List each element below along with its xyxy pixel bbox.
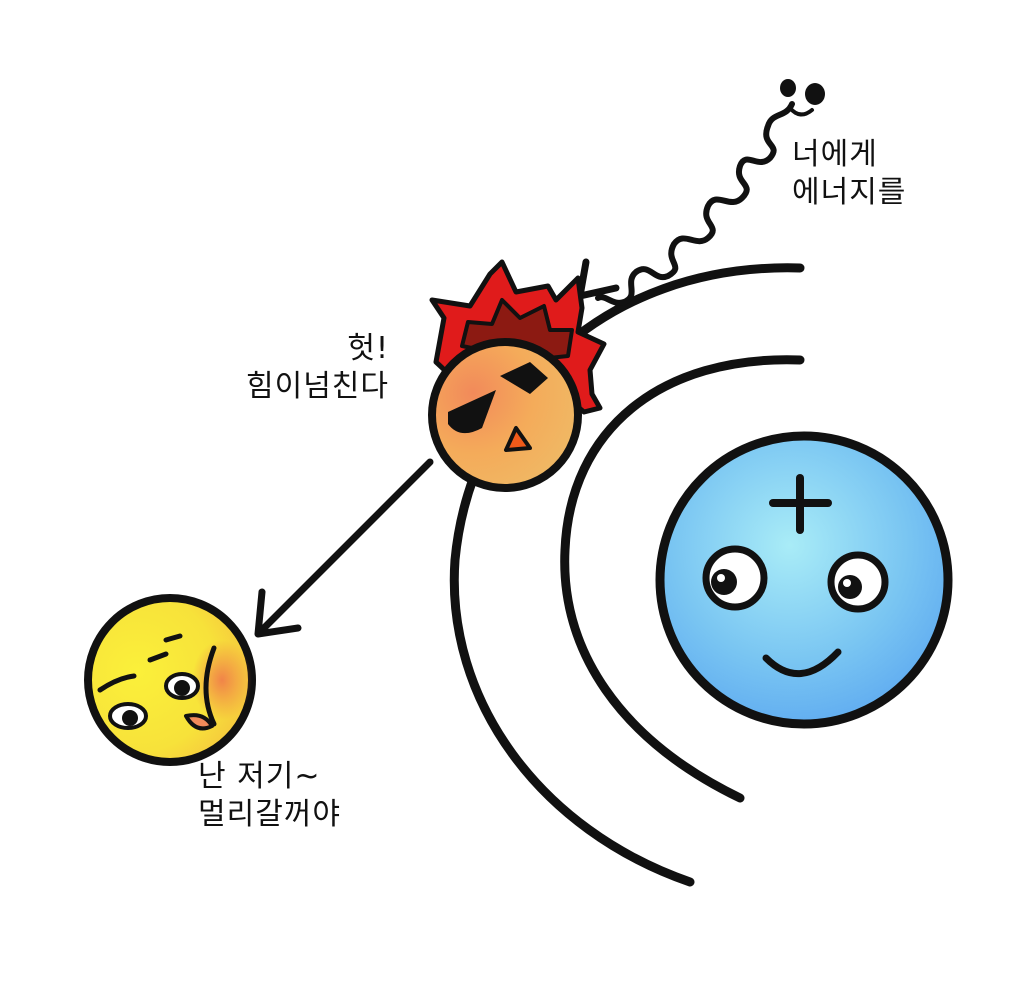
emitted-top-mark bbox=[163, 633, 183, 643]
emitted-cheek-line bbox=[203, 645, 217, 727]
emitted-right-brow bbox=[147, 651, 169, 663]
excited-mouth bbox=[504, 426, 532, 452]
excited-label: 헛! 힘이넘친다 bbox=[246, 330, 389, 406]
outer-orbit bbox=[449, 263, 805, 887]
orbits bbox=[449, 263, 805, 887]
nucleus-body bbox=[655, 431, 953, 729]
excited-label-line2: 힘이넘친다 bbox=[246, 369, 389, 404]
photon-wave bbox=[595, 101, 795, 306]
emitted-label-line2: 멀리갈꺼야 bbox=[198, 797, 341, 832]
excited-left-eye bbox=[448, 390, 496, 434]
excited-label-line1: 헛! bbox=[347, 331, 389, 366]
photon-label-line2: 에너지를 bbox=[792, 175, 907, 210]
inner-orbit bbox=[560, 355, 805, 803]
emission-arrow bbox=[254, 458, 434, 638]
plus-icon bbox=[769, 474, 832, 534]
emitted-electron bbox=[84, 594, 256, 766]
photon-arrowhead bbox=[576, 258, 620, 300]
emitted-label: 난 저기~ 멀리갈꺼야 bbox=[198, 758, 341, 834]
nucleus-smile bbox=[762, 648, 842, 677]
nucleus-right-eye bbox=[827, 551, 889, 613]
excited-right-eye bbox=[500, 362, 548, 394]
emitted-blush bbox=[192, 640, 252, 720]
excited-electron bbox=[428, 259, 607, 492]
emitted-mouth bbox=[184, 713, 214, 731]
emitted-left-eye bbox=[108, 702, 148, 730]
photon-label: 너에게 에너지를 bbox=[792, 136, 906, 212]
emitted-right-eye bbox=[164, 672, 200, 700]
nucleus bbox=[655, 431, 953, 729]
photon-label-line1: 너에게 bbox=[792, 137, 878, 172]
emitted-label-line1: 난 저기~ bbox=[198, 759, 321, 794]
emitted-left-brow bbox=[97, 673, 137, 693]
nucleus-left-eye bbox=[702, 545, 768, 611]
